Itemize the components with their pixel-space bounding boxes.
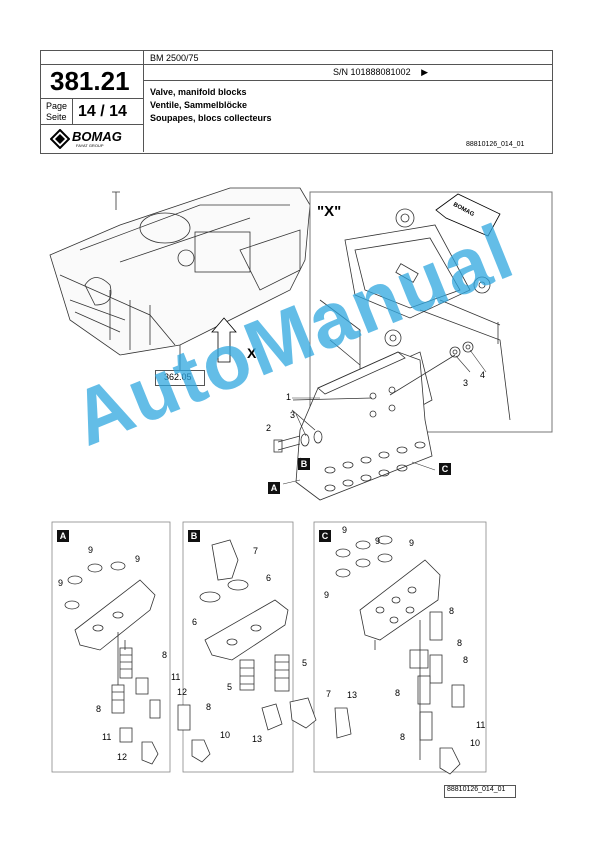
svg-text:10: 10	[470, 738, 480, 748]
serial-arrow-icon: ▶	[421, 67, 429, 77]
footer-doc-code-label: 88810126_014_01	[447, 786, 506, 793]
svg-text:12: 12	[117, 752, 127, 762]
svg-text:9: 9	[58, 578, 63, 588]
svg-text:1: 1	[286, 392, 291, 402]
svg-text:9: 9	[375, 536, 380, 546]
header-frame	[40, 50, 553, 154]
svg-text:8: 8	[162, 650, 167, 660]
svg-text:8: 8	[206, 702, 211, 712]
svg-text:8: 8	[463, 655, 468, 665]
seite-label: Seite	[46, 112, 67, 122]
svg-text:6: 6	[192, 617, 197, 627]
svg-text:8: 8	[395, 688, 400, 698]
reference-box-label: 362.05	[164, 372, 192, 382]
svg-text:7: 7	[253, 546, 258, 556]
svg-text:9: 9	[135, 554, 140, 564]
svg-text:3: 3	[290, 410, 295, 420]
svg-text:5: 5	[227, 682, 232, 692]
svg-text:11: 11	[102, 732, 111, 742]
svg-text:9: 9	[324, 590, 329, 600]
title-german: Ventile, Sammelblöcke	[150, 100, 248, 110]
panel-b-tag: B	[188, 530, 200, 542]
svg-text:2: 2	[266, 423, 271, 433]
svg-text:"X": "X"	[317, 203, 341, 220]
svg-text:4: 4	[480, 370, 485, 380]
svg-text:8: 8	[449, 606, 454, 616]
svg-text:3: 3	[463, 378, 468, 388]
svg-text:13: 13	[347, 690, 357, 700]
svg-text:9: 9	[342, 525, 347, 535]
logo-text: BOMAG	[72, 129, 122, 144]
svg-text:10: 10	[220, 730, 230, 740]
svg-text:11: 11	[171, 672, 180, 682]
page-label: Page	[46, 101, 68, 111]
callout-tag-c-main: C	[439, 463, 451, 475]
doc-code: 88810126_014_01	[466, 141, 525, 148]
svg-text:9: 9	[88, 545, 93, 555]
svg-text:13: 13	[252, 734, 262, 744]
svg-text:9: 9	[409, 538, 414, 548]
panel-c-tag: C	[319, 530, 331, 542]
reference-box[interactable]: 362.05	[155, 370, 205, 386]
svg-text:8: 8	[400, 732, 405, 742]
svg-text:5: 5	[302, 658, 307, 668]
header-divider	[143, 50, 144, 152]
title-english: Valve, manifold blocks	[150, 87, 247, 97]
serial-number: S/N 101888081002	[333, 67, 411, 77]
svg-text:7: 7	[326, 689, 331, 699]
page-number: 14 / 14	[78, 103, 127, 120]
svg-text:6: 6	[266, 573, 271, 583]
panel-a-tag: A	[57, 530, 69, 542]
logo-subtext: FAYAT GROUP	[76, 143, 104, 148]
callout-tag-a-main: A	[268, 482, 280, 494]
svg-text:X: X	[247, 345, 257, 361]
callout-tag-b-main: B	[298, 458, 310, 470]
section-number: 381.21	[50, 66, 130, 96]
title-french: Soupapes, blocs collecteurs	[150, 113, 272, 123]
footer-doc-code: 88810126_014_01	[444, 785, 516, 798]
svg-text:8: 8	[96, 704, 101, 714]
bomag-logo-icon	[50, 129, 70, 149]
svg-text:12: 12	[177, 687, 187, 697]
svg-text:11: 11	[476, 720, 485, 730]
model-name: BM 2500/75	[150, 53, 199, 63]
svg-text:8: 8	[457, 638, 462, 648]
bomag-logo: BOMAG FAYAT GROUP	[50, 128, 140, 150]
